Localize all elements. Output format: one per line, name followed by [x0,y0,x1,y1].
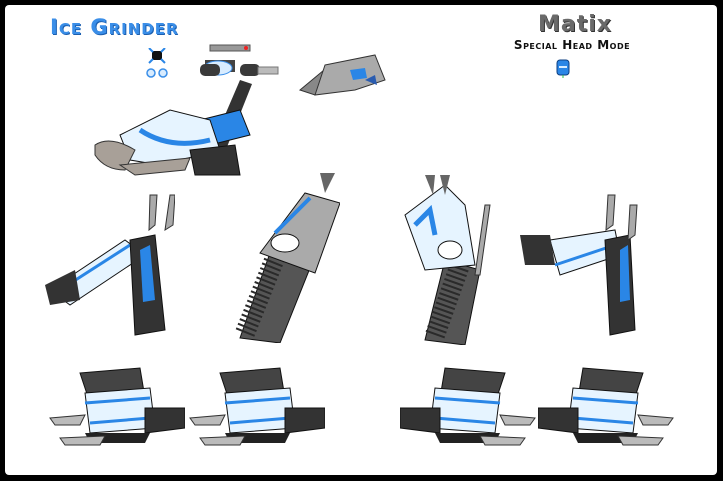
view-side-right-upright [520,190,650,340]
sheet-title: Ice Grinder [50,15,179,39]
character-name: Matix [538,12,612,37]
vehicle-right-1 [400,363,540,448]
view-side-left-upright [45,190,175,340]
view-diagonal-2 [395,175,505,345]
view-diagonal-1 [230,173,340,343]
vehicle-left-1 [45,363,185,448]
small-parts-icon [145,48,171,82]
vehicle-left-2 [185,363,325,448]
mode-label: Special Head Mode [513,38,631,52]
blade-piece [295,50,395,100]
head-icon [556,58,570,78]
sprite-sheet: Ice Grinder Matix Special Head Mode [5,5,717,475]
combined-mode [90,40,290,180]
vehicle-right-2 [538,363,678,448]
